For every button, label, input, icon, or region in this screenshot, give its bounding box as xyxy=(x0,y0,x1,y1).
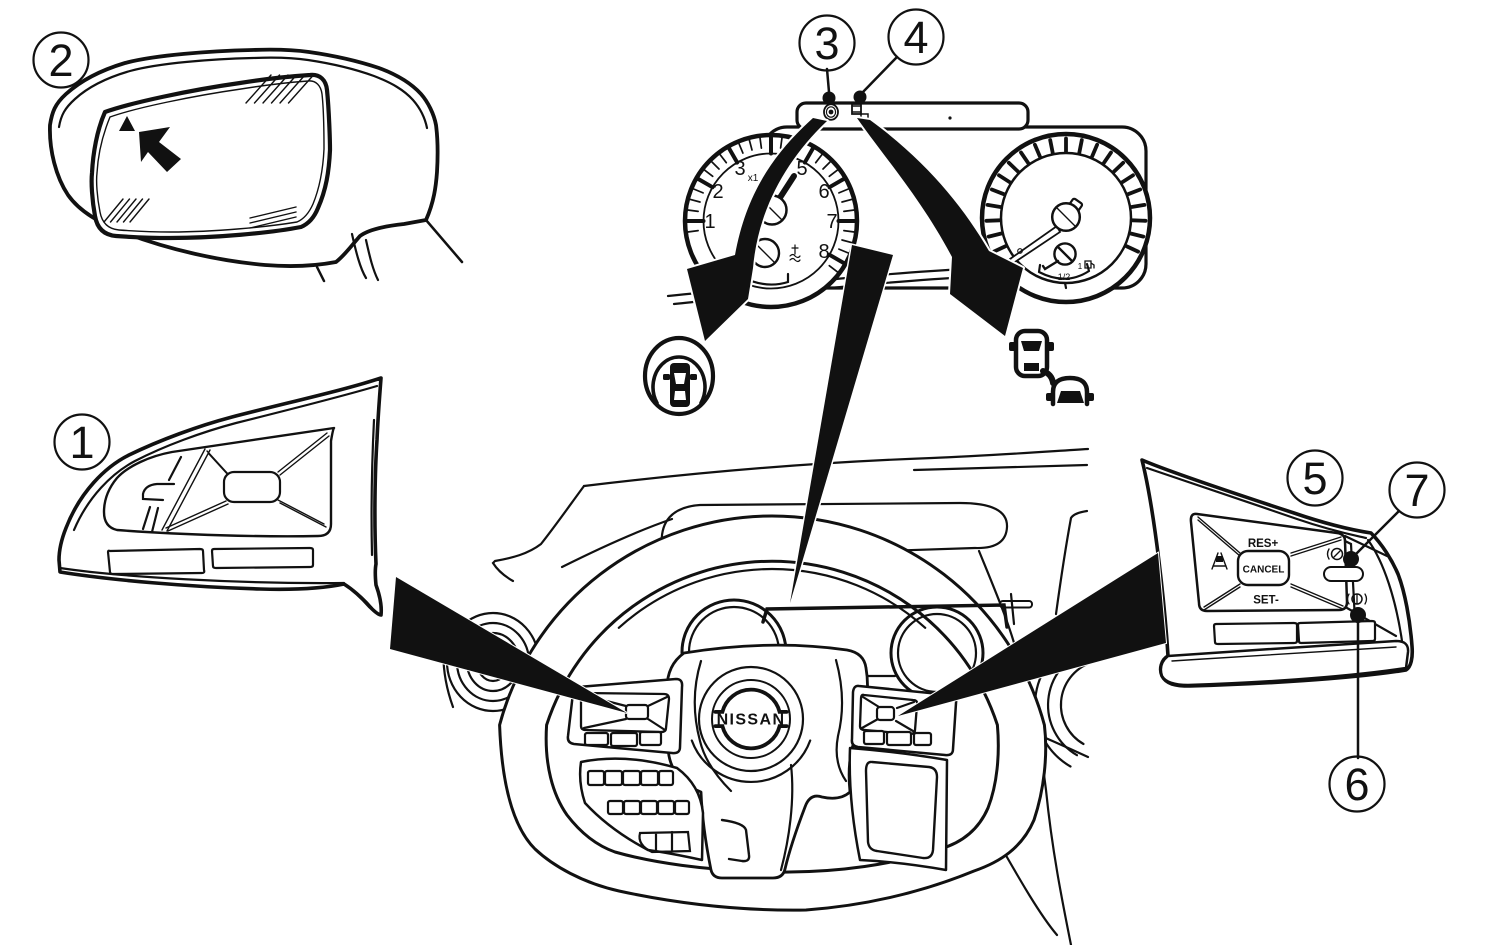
svg-text:CANCEL: CANCEL xyxy=(1243,565,1285,576)
svg-text:1/2: 1/2 xyxy=(1058,272,1071,282)
svg-text:3: 3 xyxy=(814,18,839,69)
svg-text:2: 2 xyxy=(48,35,73,86)
svg-text:7: 7 xyxy=(1404,465,1429,516)
svg-text:3: 3 xyxy=(734,158,745,180)
svg-text:5: 5 xyxy=(1302,453,1327,504)
svg-text:1: 1 xyxy=(1078,262,1083,271)
svg-text:8: 8 xyxy=(818,241,829,263)
svg-text:1: 1 xyxy=(69,417,94,468)
svg-text:7: 7 xyxy=(826,211,837,233)
svg-text:SET-: SET- xyxy=(1253,595,1279,607)
svg-text:1: 1 xyxy=(704,211,715,233)
svg-text:2: 2 xyxy=(712,181,723,203)
svg-text:x1: x1 xyxy=(748,173,759,184)
svg-text:5: 5 xyxy=(796,158,807,180)
svg-text:4: 4 xyxy=(903,12,928,63)
svg-text:6: 6 xyxy=(1344,759,1369,810)
svg-text:NISSAN: NISSAN xyxy=(717,712,786,729)
svg-text:6: 6 xyxy=(818,181,829,203)
svg-text:RES+: RES+ xyxy=(1248,538,1279,550)
